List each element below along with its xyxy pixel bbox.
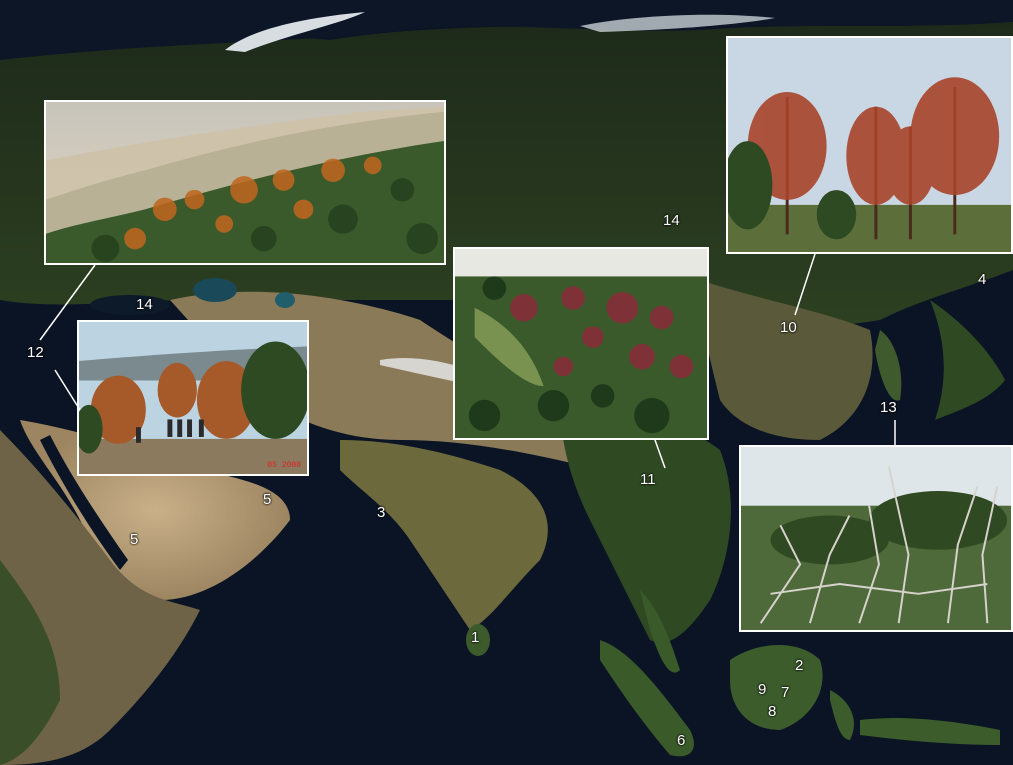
caspian-sea [193, 278, 237, 302]
marker-4: 4 [978, 271, 987, 288]
marker-8: 8 [768, 703, 777, 720]
inset-dead-trees-photo [739, 445, 1013, 632]
marker-9: 9 [758, 681, 767, 698]
marker-14-west: 14 [136, 296, 153, 313]
marker-1: 1 [471, 629, 480, 646]
land-sumatra [600, 640, 694, 757]
black-sea [90, 295, 170, 315]
marker-2: 2 [795, 657, 804, 674]
inset-red-pines-photo [726, 36, 1013, 254]
inset-mixed-forest-photo [453, 247, 709, 440]
marker-5-west: 5 [130, 531, 139, 548]
marker-14-north: 14 [663, 212, 680, 229]
marker-6: 6 [677, 732, 686, 749]
land-india [340, 440, 548, 630]
land-borneo [730, 645, 823, 730]
land-east-china [700, 280, 873, 440]
date-stamp: 05 2008 [267, 461, 301, 470]
marker-3: 3 [377, 504, 386, 521]
marker-10: 10 [780, 319, 797, 336]
marker-11: 11 [640, 471, 656, 488]
marker-5-east: 5 [263, 491, 272, 508]
inset-field-team-photo: 05 2008 [77, 320, 309, 476]
marker-12: 12 [27, 344, 44, 361]
inset-hillside-forest-photo [44, 100, 446, 265]
land-southeast-asia [560, 400, 731, 643]
marker-13: 13 [880, 399, 897, 416]
marker-7: 7 [781, 684, 790, 701]
